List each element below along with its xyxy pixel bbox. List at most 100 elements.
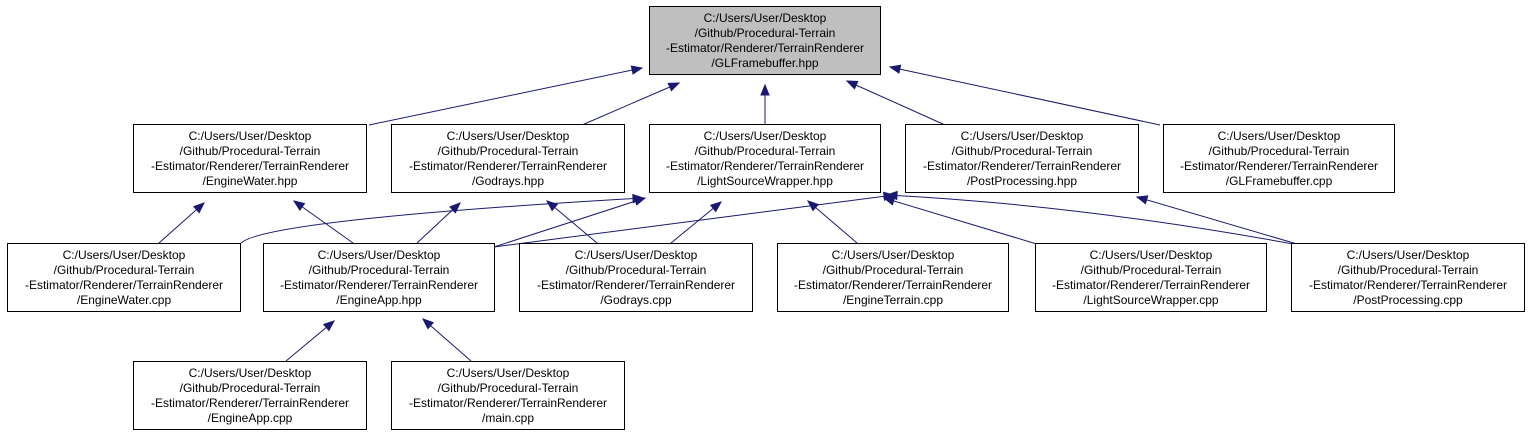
file-node-label-line: -Estimator/Renderer/TerrainRenderer (1308, 277, 1508, 292)
file-node-water-hpp[interactable]: C:/Users/User/Desktop/Github/Procedural-… (133, 124, 367, 193)
edge-arrowhead (667, 82, 681, 92)
file-node-light-cpp[interactable]: C:/Users/User/Desktop/Github/Procedural-… (1035, 243, 1267, 312)
file-node-label-line: -Estimator/Renderer/TerrainRenderer (793, 277, 993, 292)
edge-arrowhead (882, 191, 896, 202)
file-node-label-line: /EngineApp.hpp (336, 292, 422, 307)
file-node-godrays-cpp[interactable]: C:/Users/User/Desktop/Github/Procedural-… (519, 243, 753, 312)
file-node-label-line: C:/Users/User/Desktop (1217, 128, 1341, 143)
edge-line (670, 201, 722, 244)
edge-layer (158, 64, 1298, 362)
edge-line (581, 82, 680, 126)
file-node-label-line: -Estimator/Renderer/TerrainRenderer (922, 158, 1122, 173)
file-node-label-line: /Github/Procedural-Terrain (951, 143, 1093, 158)
file-node-label-line: -Estimator/Renderer/TerrainRenderer (1179, 158, 1379, 173)
edge-line (1136, 196, 1298, 245)
file-node-label-line: /main.cpp (481, 410, 535, 425)
file-node-label-line: /Github/Procedural-Terrain (179, 143, 321, 158)
file-node-terrain-cpp[interactable]: C:/Users/User/Desktop/Github/Procedural-… (777, 243, 1009, 312)
edge-main_cpp-to-app_hpp (421, 318, 472, 362)
edge-arrowhead (630, 65, 644, 75)
file-node-label-line: C:/Users/User/Desktop (188, 128, 312, 143)
edge-app_hpp-to-light_hpp (493, 196, 647, 248)
edge-app_cpp-to-app_hpp (285, 320, 336, 362)
edge-arrowhead (888, 64, 902, 74)
file-node-label-line: -Estimator/Renderer/TerrainRenderer (665, 40, 865, 55)
file-node-post-cpp[interactable]: C:/Users/User/Desktop/Github/Procedural-… (1291, 243, 1525, 312)
file-node-label-line: /Github/Procedural-Terrain (1337, 262, 1479, 277)
edge-water_cpp-to-light_hpp (239, 193, 645, 245)
file-node-label-line: /LightSourceWrapper.hpp (697, 173, 833, 188)
edge-arrowhead (760, 83, 770, 96)
edge-arrowhead (709, 201, 723, 213)
file-node-label-line: C:/Users/User/Desktop (574, 247, 698, 262)
file-node-label-line: -Estimator/Renderer/TerrainRenderer (408, 158, 608, 173)
file-node-label-line: C:/Users/User/Desktop (446, 365, 570, 380)
file-node-label-line: /Godrays.cpp (600, 292, 672, 307)
file-node-label-line: /PostProcessing.cpp (1353, 292, 1463, 307)
file-node-label-line: /Github/Procedural-Terrain (308, 262, 450, 277)
file-node-water-cpp[interactable]: C:/Users/User/Desktop/Github/Procedural-… (7, 243, 241, 312)
file-node-app-hpp[interactable]: C:/Users/User/Desktop/Github/Procedural-… (263, 243, 495, 312)
file-node-label-line: /Godrays.hpp (471, 173, 545, 188)
file-node-label-line: /EngineWater.cpp (76, 292, 172, 307)
file-node-label-line: /GLFramebuffer.cpp (1225, 173, 1333, 188)
edge-app_hpp-to-post_hpp (493, 191, 896, 248)
file-node-label-line: C:/Users/User/Desktop (1089, 247, 1213, 262)
file-node-app-cpp[interactable]: C:/Users/User/Desktop/Github/Procedural-… (133, 361, 367, 430)
file-node-label-line: /Github/Procedural-Terrain (694, 25, 836, 40)
file-node-label-line: C:/Users/User/Desktop (703, 10, 827, 25)
file-node-label-line: -Estimator/Renderer/TerrainRenderer (1051, 277, 1251, 292)
edge-arrowhead (193, 202, 206, 214)
file-node-label-line: /GLFramebuffer.hpp (711, 55, 819, 70)
file-node-label-line: /Github/Procedural-Terrain (1080, 262, 1222, 277)
edge-app_hpp-to-godrays_hpp (416, 202, 461, 244)
edge-arrowhead (292, 200, 306, 211)
edge-arrowhead (845, 80, 859, 90)
edge-line (889, 66, 1161, 126)
edge-glfb_cpp-to-glfb_hpp (888, 64, 1161, 126)
file-node-label-line: C:/Users/User/Desktop (188, 365, 312, 380)
edge-line (293, 200, 354, 244)
edge-line (886, 194, 1294, 245)
edge-arrowhead (1135, 195, 1149, 205)
file-node-label-line: /EngineWater.hpp (202, 173, 298, 188)
file-node-label-line: /Github/Procedural-Terrain (437, 143, 579, 158)
edge-water_cpp-to-water_hpp (158, 202, 206, 244)
edge-line (493, 197, 646, 248)
file-node-label-line: /PostProcessing.hpp (966, 173, 1078, 188)
edge-arrowhead (449, 202, 461, 214)
edge-post_hpp-to-glfb_hpp (845, 80, 946, 126)
file-node-label-line: /EngineTerrain.cpp (842, 292, 944, 307)
edge-line (368, 67, 643, 126)
file-node-label-line: -Estimator/Renderer/TerrainRenderer (536, 277, 736, 292)
edge-post_cpp-to-post_hpp (1135, 195, 1298, 245)
edge-line (493, 194, 895, 248)
file-node-godrays-hpp[interactable]: C:/Users/User/Desktop/Github/Procedural-… (391, 124, 625, 193)
file-node-label-line: /Github/Procedural-Terrain (694, 143, 836, 158)
edge-line (807, 200, 858, 244)
file-node-label-line: /Github/Procedural-Terrain (179, 380, 321, 395)
edge-line (883, 197, 1041, 246)
file-node-label-line: /Github/Procedural-Terrain (53, 262, 195, 277)
file-node-label-line: C:/Users/User/Desktop (960, 128, 1084, 143)
file-node-label-line: C:/Users/User/Desktop (831, 247, 955, 262)
edge-terrain_cpp-to-light_hpp (806, 200, 858, 244)
edge-arrowhead (421, 318, 435, 330)
edge-line (422, 318, 472, 362)
file-node-post-hpp[interactable]: C:/Users/User/Desktop/Github/Procedural-… (905, 124, 1139, 193)
file-node-label-line: C:/Users/User/Desktop (1346, 247, 1470, 262)
file-node-main-cpp[interactable]: C:/Users/User/Desktop/Github/Procedural-… (391, 361, 625, 430)
file-node-label-line: -Estimator/Renderer/TerrainRenderer (408, 395, 608, 410)
edge-line (846, 80, 946, 126)
edge-arrowhead (633, 196, 647, 206)
edge-line (239, 197, 644, 245)
file-node-glfb-hpp: C:/Users/User/Desktop/Github/Procedural-… (649, 6, 881, 75)
file-node-label-line: /Github/Procedural-Terrain (822, 262, 964, 277)
file-node-label-line: /Github/Procedural-Terrain (437, 380, 579, 395)
file-node-light-hpp[interactable]: C:/Users/User/Desktop/Github/Procedural-… (649, 124, 881, 193)
file-node-glfb-cpp[interactable]: C:/Users/User/Desktop/Github/Procedural-… (1163, 124, 1395, 193)
edge-arrowhead (545, 200, 559, 212)
edge-godrays_cpp-to-light_hpp (670, 201, 723, 244)
file-node-label-line: -Estimator/Renderer/TerrainRenderer (150, 395, 350, 410)
